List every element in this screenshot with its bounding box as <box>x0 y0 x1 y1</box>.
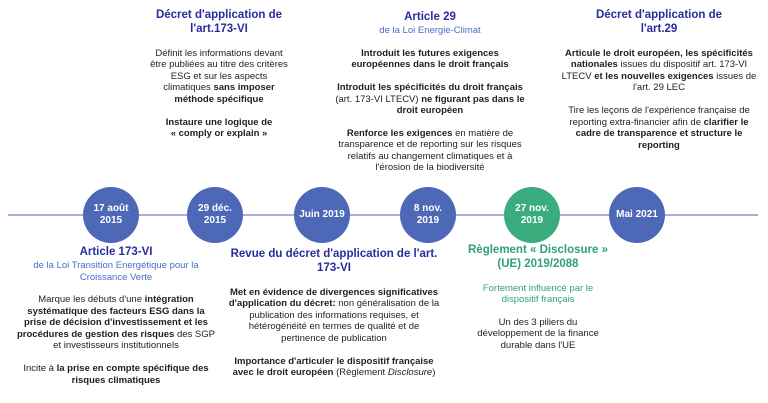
block-body: Définit les informations devant être pub… <box>146 48 292 140</box>
milestone-date-line2: 2019 <box>416 215 440 226</box>
milestone-mai-2021: Mai 2021 <box>609 187 665 243</box>
text-segment: ) <box>432 367 436 379</box>
paragraph: Marque les débuts d'une intégration syst… <box>16 294 216 352</box>
block-body: Introduit les futures exigences européen… <box>333 48 527 174</box>
block-article-173: Article 173-VI de la Loi Transition Ener… <box>16 245 216 386</box>
timeline-axis <box>8 214 758 216</box>
milestone-29-dec-2015: 29 déc. 2015 <box>187 187 243 243</box>
text-segment: Articule le droit européen, les spécific… <box>565 47 753 71</box>
milestone-17-aout-2015: 17 août 2015 <box>83 187 139 243</box>
text-segment: des SGP et investisseurs institutionnels <box>53 328 215 352</box>
milestone-date-line1: Juin 2019 <box>299 208 345 220</box>
paragraph: Fortement influencé par le dispositif fr… <box>468 283 608 306</box>
milestone-8-nov-2019: 8 nov. 2019 <box>400 187 456 243</box>
milestone-date-line1: 17 août <box>93 202 129 214</box>
text-segment: Renforce les exigences <box>346 127 453 139</box>
text-segment: (art. 173-VI LTECV) <box>335 93 422 105</box>
paragraph: Incite à la prise en compte spécifique d… <box>16 363 216 386</box>
paragraph: Définit les informations devant être pub… <box>146 48 292 106</box>
block-reglement-disclosure: Règlement « Disclosure » (UE) 2019/2088 … <box>468 243 608 352</box>
paragraph: Met en évidence de divergences significa… <box>228 287 440 345</box>
block-body: Articule le droit européen, les spécific… <box>556 48 762 152</box>
paragraph: Renforce les exigences en matière de tra… <box>333 128 527 174</box>
block-title: Règlement « Disclosure » (UE) 2019/2088 <box>468 244 608 271</box>
text-segment: clarifier le cadre de transparence et st… <box>575 116 749 151</box>
block-subtitle: de la Loi Transition Energétique pour la… <box>33 260 199 283</box>
block-revue-decret: Revue du décret d'application de l'art. … <box>228 247 440 379</box>
paragraph: Tire les leçons de l'expérience français… <box>556 105 762 151</box>
text-segment: Marque les débuts d'une <box>38 294 145 306</box>
block-body: Marque les débuts d'une intégration syst… <box>16 294 216 386</box>
text-segment: Instaure une logique de « comply or expl… <box>165 116 273 140</box>
text-segment: Fortement influencé par le dispositif fr… <box>482 282 594 306</box>
paragraph: Introduit les spécificités du droit fran… <box>333 82 527 117</box>
text-segment: sans imposer méthode spécifique <box>174 82 275 106</box>
block-decret-application-art173: Décret d'application de l'art.173-VI Déf… <box>146 8 292 140</box>
milestone-date-line1: Mai 2021 <box>616 208 658 220</box>
text-segment: la prise en compte spécifique des risque… <box>56 363 209 386</box>
milestone-date-line1: 27 nov. <box>515 202 549 214</box>
text-segment: intégration systématique des facteurs ES… <box>17 294 208 340</box>
text-segment: Introduit les spécificités du droit fran… <box>337 81 523 93</box>
block-title: Article 173-VI <box>79 246 153 258</box>
text-segment: issues du dispositif art. 173-VI LTECV <box>561 59 748 82</box>
paragraph: Importance d'articuler le dispositif fra… <box>228 356 440 379</box>
milestone-date-line1: 8 nov. <box>413 202 443 214</box>
text-segment: Disclosure <box>387 367 433 379</box>
paragraph: Introduit les futures exigences européen… <box>333 48 527 71</box>
milestone-juin-2019: Juin 2019 <box>294 187 350 243</box>
milestone-date-line2: 2019 <box>520 215 544 226</box>
block-decret-application-art29: Décret d'application de l'art.29 Articul… <box>556 8 762 151</box>
text-segment: non généralisation de la publication des… <box>248 298 440 345</box>
block-body: Met en évidence de divergences significa… <box>228 287 440 379</box>
milestone-date-line1: 29 déc. <box>198 202 232 214</box>
text-segment: issues de l'art. 29 LEC <box>633 70 757 94</box>
text-segment: Définit les informations devant être pub… <box>150 47 288 94</box>
paragraph: Un des 3 piliers du développement de la … <box>468 317 608 352</box>
text-segment: Importance d'articuler le dispositif fra… <box>232 355 434 379</box>
block-body: Fortement influencé par le dispositif fr… <box>468 283 608 352</box>
block-subtitle: de la Loi Energie-Climat <box>379 25 481 37</box>
block-title: Article 29 <box>404 11 456 23</box>
block-title: Revue du décret d'application de l'art. … <box>230 248 438 275</box>
block-article-29: Article 29 de la Loi Energie-Climat Intr… <box>333 10 527 174</box>
paragraph: Instaure une logique de « comply or expl… <box>146 117 292 140</box>
text-segment: en matière de transparence et de reporti… <box>338 127 522 174</box>
text-segment: Tire les leçons de l'expérience français… <box>568 105 750 128</box>
text-segment: et les nouvelles exigences <box>594 70 714 82</box>
milestone-date-line2: 2015 <box>203 215 227 226</box>
milestone-date-line2: 2015 <box>99 215 123 226</box>
text-segment: ne figurant pas dans le droit européen <box>396 93 525 117</box>
text-segment: Un des 3 piliers du développement de la … <box>477 316 599 352</box>
text-segment: Incite à <box>23 363 57 375</box>
block-title: Décret d'application de l'art.173-VI <box>155 9 283 36</box>
text-segment: (Règlement <box>333 367 388 379</box>
text-segment: Introduit les futures exigences européen… <box>351 47 509 71</box>
text-segment: Met en évidence de divergences significa… <box>228 286 439 310</box>
milestone-27-nov-2019: 27 nov. 2019 <box>504 187 560 243</box>
paragraph: Articule le droit européen, les spécific… <box>556 48 762 94</box>
block-title: Décret d'application de l'art.29 <box>595 9 723 36</box>
